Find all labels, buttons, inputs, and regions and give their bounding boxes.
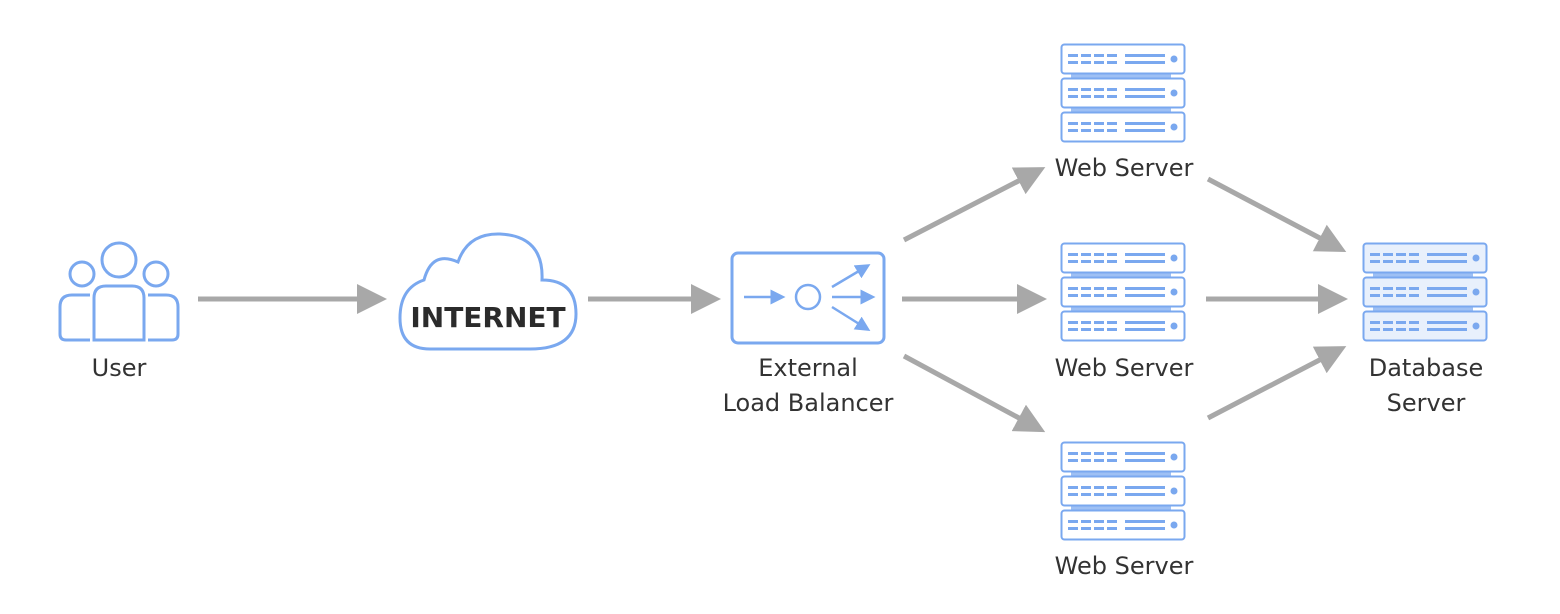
web-server-middle-label: Web Server xyxy=(1055,354,1194,382)
web-server-bottom-label: Web Server xyxy=(1055,552,1194,580)
arrow-web-top-to-db xyxy=(1206,176,1347,253)
database-server-label-line1: Database xyxy=(1369,354,1484,382)
internet-label: INTERNET xyxy=(410,301,565,334)
server-rack-icon xyxy=(1060,441,1186,541)
internet-node: INTERNET xyxy=(398,232,578,351)
web-server-bottom-node: Web Server xyxy=(1055,441,1194,580)
arrow-lb-to-web-server-top xyxy=(902,167,1046,243)
database-server-icon xyxy=(1362,242,1488,342)
load-balancer-icon xyxy=(730,251,886,345)
user-label: User xyxy=(92,354,147,382)
connections xyxy=(198,167,1348,433)
load-balancer-node: External Load Balancer xyxy=(723,251,894,417)
web-server-top-node: Web Server xyxy=(1055,43,1194,182)
users-icon xyxy=(58,241,180,342)
load-balancer-label-line1: External xyxy=(758,354,858,382)
arrow-lb-to-web-server-bottom xyxy=(902,353,1046,433)
cloud-icon xyxy=(398,232,578,351)
database-server-node: Database Server xyxy=(1362,242,1488,417)
user-node: User xyxy=(58,241,180,382)
arrow-web-bottom-to-db xyxy=(1206,346,1347,421)
server-rack-icon xyxy=(1060,242,1186,342)
load-balancer-label-line2: Load Balancer xyxy=(723,389,894,417)
database-server-label-line2: Server xyxy=(1387,389,1466,417)
web-server-top-label: Web Server xyxy=(1055,154,1194,182)
server-rack-icon xyxy=(1060,43,1186,143)
web-server-middle-node: Web Server xyxy=(1055,242,1194,382)
